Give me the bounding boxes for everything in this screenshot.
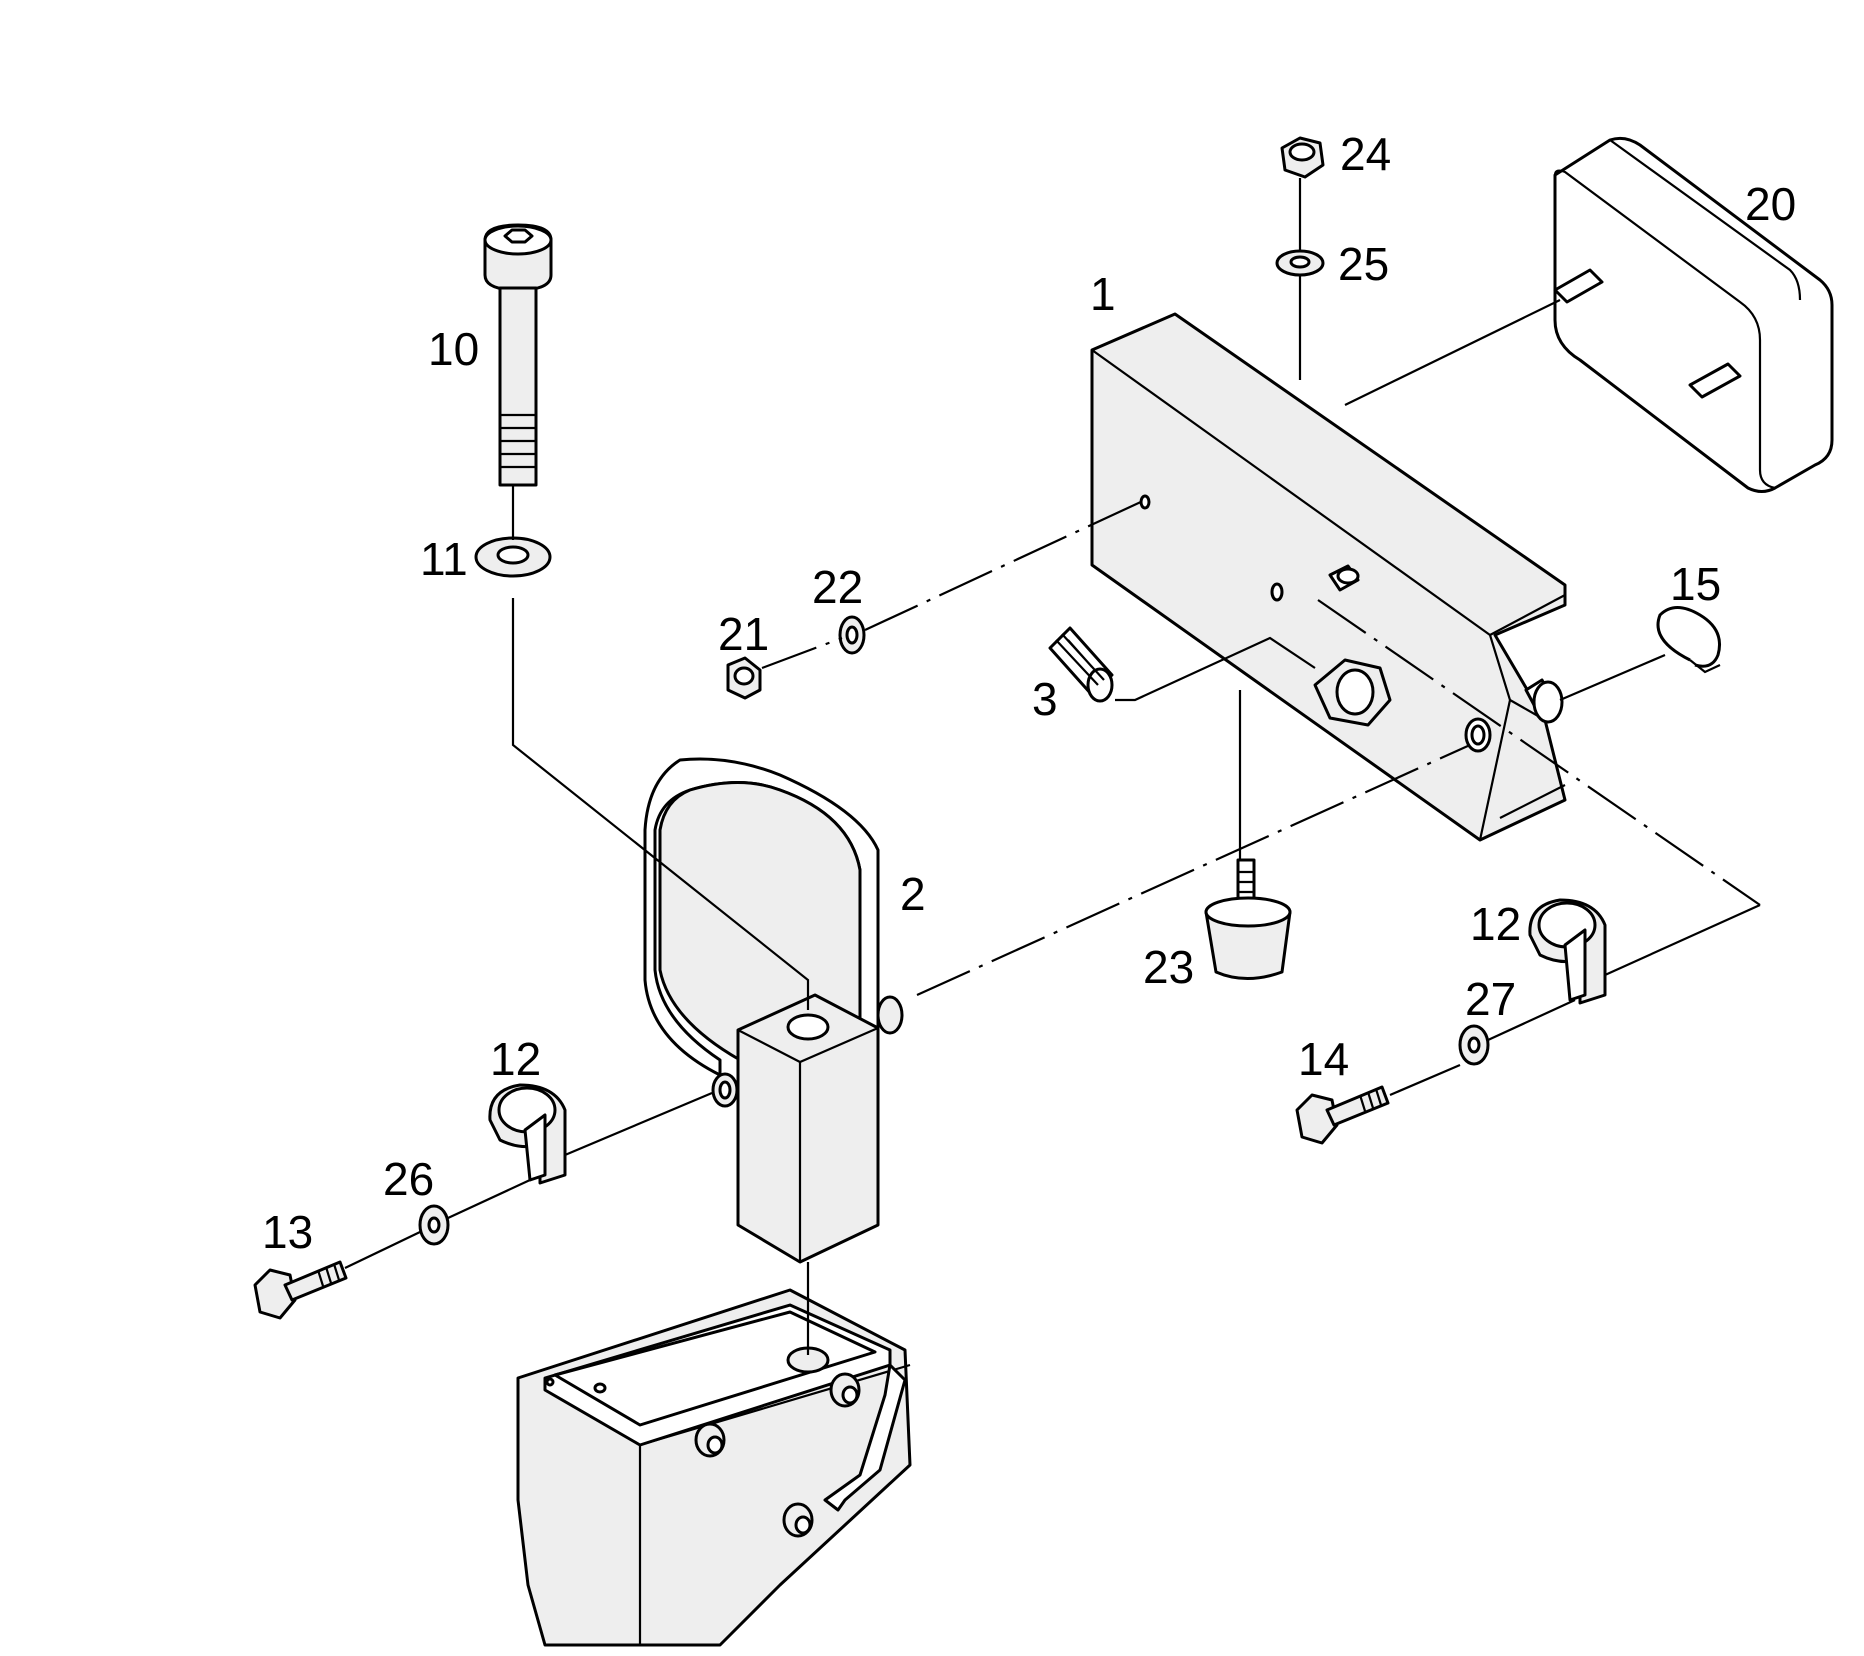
callout-10: 10: [428, 323, 479, 375]
callout-3: 3: [1032, 673, 1058, 725]
part-25-washer: [1275, 249, 1325, 277]
callouts: 1 2 3 10 11 12 12 13 14 15 20 21 22 23 2…: [262, 128, 1796, 1258]
callout-13: 13: [262, 1206, 313, 1258]
callout-12-right: 12: [1470, 898, 1521, 950]
callout-21: 21: [718, 608, 769, 660]
part-2-lever: [643, 757, 904, 1264]
callout-15: 15: [1670, 558, 1721, 610]
callout-27: 27: [1465, 973, 1516, 1025]
part-12-cable-clip-left: [488, 1083, 567, 1185]
callout-20: 20: [1745, 178, 1796, 230]
callout-14: 14: [1298, 1033, 1349, 1085]
callout-12-left: 12: [490, 1033, 541, 1085]
part-3-set-screw: [1048, 626, 1114, 703]
part-26-washer: [418, 1204, 450, 1246]
part-27-washer: [1458, 1024, 1490, 1066]
callout-22: 22: [812, 561, 863, 613]
part-11-washer: [474, 536, 552, 578]
part-21-hex-nut: [726, 656, 762, 700]
part-1-main-bracket: [1090, 312, 1567, 842]
part-24-hex-nut: [1280, 136, 1325, 179]
callout-2: 2: [900, 868, 926, 920]
part-13-hex-bolt: [253, 1260, 348, 1320]
callout-25: 25: [1338, 238, 1389, 290]
part-23-rubber-foot: [1204, 858, 1292, 980]
part-10-cap-screw: [483, 223, 553, 487]
part-22-lock-washer: [838, 615, 866, 655]
part-20-cover-plate: [1553, 136, 1834, 493]
part-12-cable-clip-right: [1528, 898, 1607, 1005]
callout-1: 1: [1090, 268, 1116, 320]
part-14-hex-bolt: [1295, 1085, 1390, 1145]
callout-23: 23: [1143, 941, 1194, 993]
bracket-hex-nut: [1313, 658, 1392, 727]
callout-26: 26: [383, 1153, 434, 1205]
callout-11: 11: [420, 533, 468, 585]
callout-24: 24: [1340, 128, 1391, 180]
assembly-lines: [344, 178, 1761, 1355]
part-15-retaining-ring: [1656, 606, 1721, 674]
pedal-housing: [516, 1288, 912, 1647]
